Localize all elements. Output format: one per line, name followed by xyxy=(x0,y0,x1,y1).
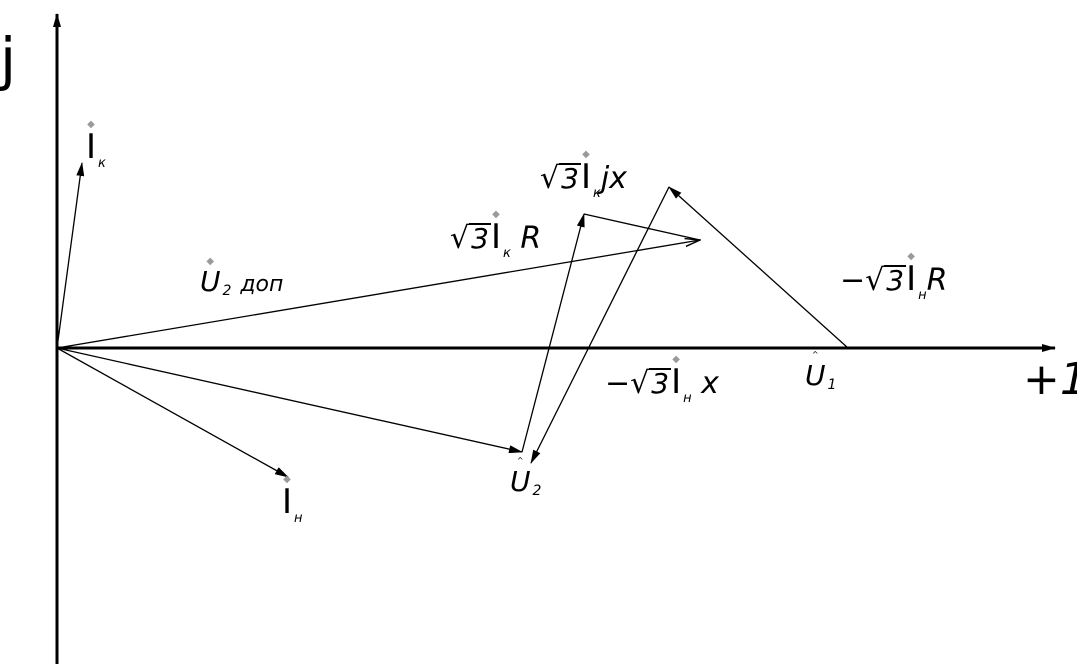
ik-jx-drop-vector xyxy=(583,213,701,241)
ik-vector xyxy=(56,162,85,349)
ik-r-drop-vector xyxy=(521,213,585,453)
in-r-drop-vector xyxy=(668,186,849,349)
in-x-drop-vector xyxy=(530,186,670,464)
u2-vector xyxy=(56,347,523,454)
real-axis-label: +1 xyxy=(1023,354,1077,405)
imag-axis-label: j xyxy=(0,25,17,93)
in-vector xyxy=(56,347,289,478)
u2-dop-vector xyxy=(56,240,700,349)
